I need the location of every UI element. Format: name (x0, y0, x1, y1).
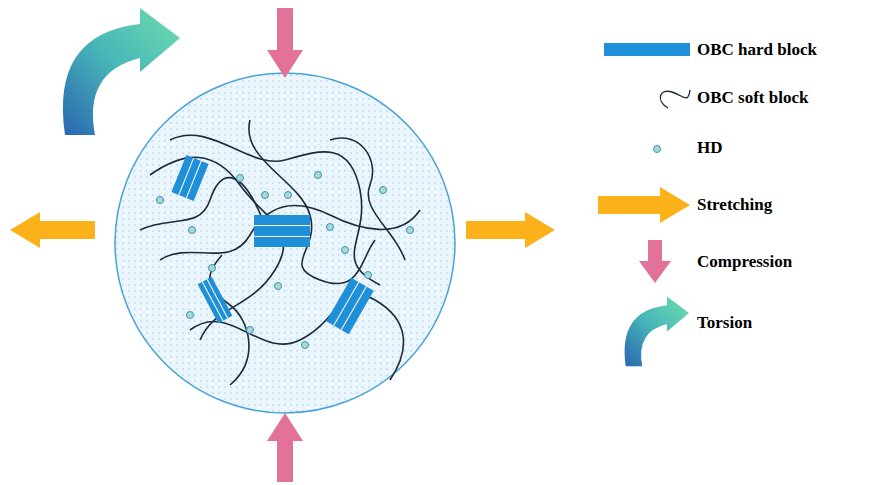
hard-block (326, 278, 374, 334)
hd-particle (209, 265, 216, 272)
legend-torsion-sample (625, 296, 689, 366)
legend-compression-sample (639, 240, 671, 283)
hd-particle (157, 197, 164, 204)
hd-particle (285, 192, 292, 199)
hard-blocks (171, 155, 373, 334)
hd-particle (302, 342, 309, 349)
stretching-arrow (10, 212, 95, 248)
hard-block-lamella (334, 282, 359, 325)
legend-stretching-sample (598, 187, 690, 223)
compression-arrow (267, 413, 303, 482)
hd-particle (342, 247, 349, 254)
legend-label: HD (697, 138, 723, 158)
hd-particle (365, 272, 372, 279)
hard-block-rect (326, 278, 374, 334)
compression-arrow (267, 8, 303, 78)
hard-block-rect (171, 155, 208, 201)
hard-block-lamella (254, 236, 310, 237)
hard-block-rect (198, 277, 233, 323)
legend-label: Torsion (697, 313, 752, 333)
hd-particles (157, 172, 414, 349)
hd-particle (380, 187, 387, 194)
legend-label: OBC soft block (697, 88, 808, 108)
hard-block-lamella (186, 161, 201, 198)
hard-block-lamella (202, 282, 223, 321)
hard-block-lamella (341, 287, 366, 330)
legend-swatch (604, 43, 690, 56)
hd-particle (275, 283, 282, 290)
soft-block-chain (330, 138, 405, 260)
soft-block-chain (249, 120, 375, 284)
legend-hd-sample (654, 146, 661, 153)
hd-particle (315, 172, 322, 179)
hard-block (198, 277, 233, 323)
soft-block-chain (140, 178, 262, 230)
legend-label: OBC hard block (697, 40, 817, 60)
hard-block (171, 155, 208, 201)
hard-block-lamella (254, 225, 310, 226)
hd-particle (237, 175, 244, 182)
legend-soft-block-sample (660, 90, 690, 108)
hd-particle (262, 192, 269, 199)
soft-block-chain (210, 255, 249, 385)
hd-particle (247, 327, 254, 334)
stretching-arrow (466, 212, 555, 248)
hard-block-lamella (179, 158, 194, 195)
soft-block-chain (160, 205, 420, 260)
hard-block-rect (254, 215, 310, 247)
hard-block (254, 215, 310, 247)
legend-label: Compression (697, 252, 792, 272)
legend-label: Stretching (697, 195, 772, 215)
hd-particle (187, 312, 194, 319)
soft-block-chains (140, 120, 420, 385)
hd-particle (327, 224, 334, 231)
matrix-circle (115, 73, 455, 413)
load-arrows (10, 8, 690, 482)
hard-block-lamella (207, 279, 228, 318)
hd-particle (407, 227, 414, 234)
hd-particle (189, 227, 196, 234)
torsion-arrow (63, 8, 180, 135)
